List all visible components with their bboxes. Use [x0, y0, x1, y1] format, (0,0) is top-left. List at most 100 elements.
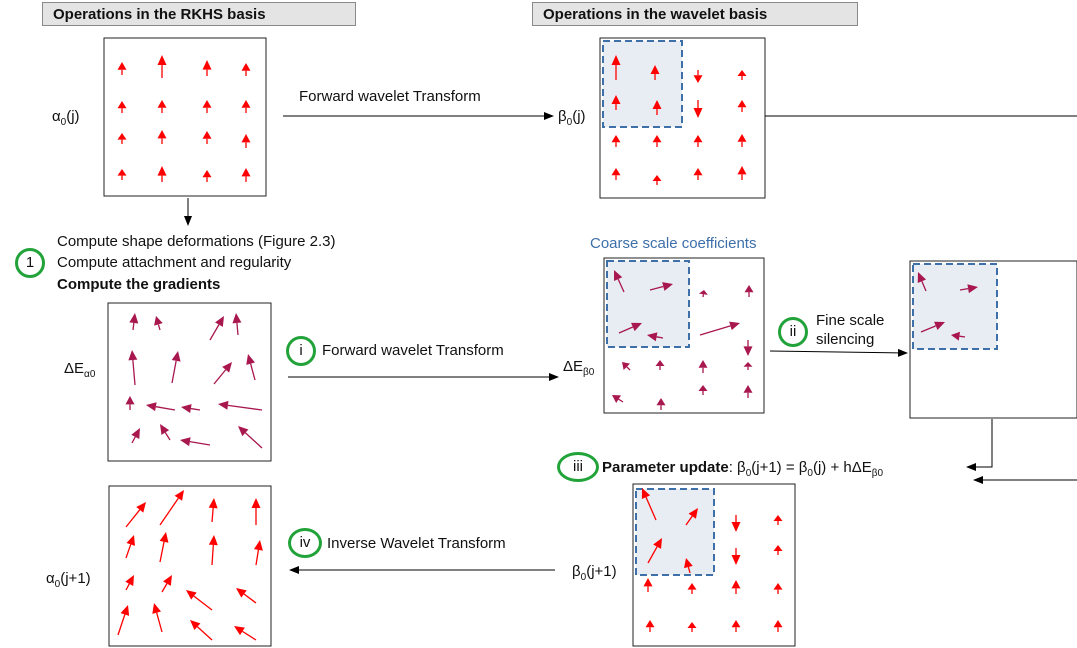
arrow-alpha0: [117, 101, 127, 113]
arrow-alpha0: [117, 133, 127, 144]
arrow-beta0-next: [731, 515, 741, 532]
arrow-beta0-next: [643, 578, 653, 592]
arrow-beta0: [693, 168, 703, 180]
arrow-alpha0: [241, 100, 251, 113]
arrow-gradient-alpha: [128, 350, 138, 386]
arrow-beta0: [693, 135, 703, 147]
arrow-alpha0: [202, 100, 212, 113]
arrow-gradient-beta: [743, 362, 753, 370]
coarse-region-beta0: [602, 40, 683, 128]
arrow-beta0: [652, 175, 662, 185]
arrow-gradient-beta: [744, 285, 754, 297]
arrow-beta0: [737, 166, 747, 180]
arrow-beta0-next: [773, 583, 783, 594]
arrow-fine-scale: [769, 348, 908, 357]
arrow-alpha0: [157, 130, 167, 144]
text-silencing: silencing: [816, 331, 875, 348]
arrow-gradient-beta: [698, 360, 708, 373]
arrow-alpha0-next: [125, 535, 135, 559]
label-alpha0-j1: α0(j+1): [46, 570, 91, 590]
arrow-alpha0-next: [234, 626, 257, 641]
arrow-alpha0: [202, 131, 212, 144]
arrow-gradient-beta: [698, 385, 708, 395]
arrow-beta0: [737, 70, 747, 80]
arrow-alpha0: [241, 168, 251, 182]
arrow-beta0: [650, 65, 660, 80]
arrow-beta0: [693, 70, 703, 83]
arrow-beta0-next: [685, 508, 698, 526]
arrow-gradient-alpha: [146, 402, 176, 412]
arrow-gradient-alpha: [180, 437, 211, 447]
line-silenced-down: [990, 419, 993, 468]
arrow-gradient-alpha: [213, 362, 232, 385]
arrow-gradient-alpha: [181, 404, 201, 414]
arrow-gradient-beta: [618, 322, 642, 334]
header-rkhs: Operations in the RKHS basis: [42, 2, 356, 26]
arrow-beta0-next: [731, 548, 741, 565]
arrow-beta0: [737, 100, 747, 112]
arrow-beta0-next: [687, 622, 697, 632]
arrow-alpha0-next: [152, 603, 163, 633]
arrow-gradient-alpha: [154, 316, 163, 331]
arrow-alpha0: [157, 55, 167, 78]
arrow-alpha0-next: [161, 575, 172, 593]
arrow-gradient-alpha: [171, 351, 181, 384]
arrow-gradient-alpha: [131, 428, 140, 444]
arrow-gradient-beta: [647, 332, 664, 342]
label-beta0-j1: β0(j+1): [572, 563, 617, 583]
arrow-silenced: [917, 272, 927, 292]
arrow-gradient-beta: [698, 290, 708, 298]
text-compute-deformations: Compute shape deformations (Figure 2.3): [57, 233, 336, 250]
arrow-beta0-next: [773, 620, 783, 632]
arrow-beta0: [611, 168, 621, 180]
badge-step-i: i: [286, 336, 316, 366]
arrow-alpha0-next: [190, 620, 213, 641]
arrow-beta0: [611, 95, 621, 110]
arrow-beta0-next: [641, 488, 657, 521]
arrow-alpha0: [117, 62, 127, 75]
arrow-alpha0-next: [251, 498, 261, 525]
text-fine-scale: Fine scale: [816, 312, 885, 329]
arrow-gradient-alpha: [125, 396, 135, 410]
coarse-region-gradient: [606, 260, 690, 348]
text-coarse-scale: Coarse scale coefficients: [590, 235, 757, 252]
arrow-beta0: [737, 134, 747, 147]
arrow-alpha0: [202, 60, 212, 76]
arrow-gradient-beta: [656, 398, 666, 410]
arrow-beta0-next: [731, 620, 741, 632]
arrow-alpha0: [157, 100, 167, 113]
arrow-beta0-next: [773, 545, 783, 555]
text-parameter-update: Parameter update: β0(j+1) = β0(j) + hΔEβ…: [602, 459, 884, 479]
arrow-alpha0-next: [253, 540, 263, 566]
arrow-silenced: [959, 284, 978, 294]
arrow-silenced: [951, 331, 966, 341]
arrow-alpha0-next: [236, 588, 257, 604]
badge-step-iii: iii: [557, 452, 599, 482]
arrow-gradient-alpha: [238, 426, 263, 449]
arrow-gradient-alpha: [218, 400, 263, 411]
arrow-gradient-beta: [655, 360, 665, 370]
arrow-alpha0: [202, 170, 212, 182]
arrow-alpha0-next: [208, 498, 218, 523]
arrow-beta0: [693, 100, 703, 118]
arrow-alpha0: [241, 134, 251, 148]
label-delta-e-beta: ΔEβ0: [563, 358, 595, 378]
arrow-alpha0-next: [159, 490, 184, 526]
arrow-alpha0: [241, 63, 251, 76]
arrow-alpha0-next: [186, 590, 213, 611]
arrow-alpha0: [117, 169, 127, 180]
arrow-gradient-beta: [612, 395, 624, 403]
arrow-beta0: [611, 135, 621, 147]
arrow-gradient-alpha: [160, 424, 171, 441]
arrow-alpha0-next: [208, 535, 218, 566]
label-delta-e-alpha: ΔEα0: [64, 360, 96, 380]
arrow-gradient-alpha: [232, 313, 242, 336]
arrow-gradient-alpha: [209, 316, 224, 341]
arrow-silenced: [920, 321, 945, 333]
arrow-beta0-next: [731, 580, 741, 594]
label-beta0-j: β0(j): [558, 108, 586, 128]
arrow-gradient-alpha: [129, 313, 139, 331]
arrow-gradient-beta: [614, 270, 625, 293]
text-compute-attachment: Compute attachment and regularity: [57, 254, 292, 271]
arrow-beta0: [652, 100, 662, 115]
